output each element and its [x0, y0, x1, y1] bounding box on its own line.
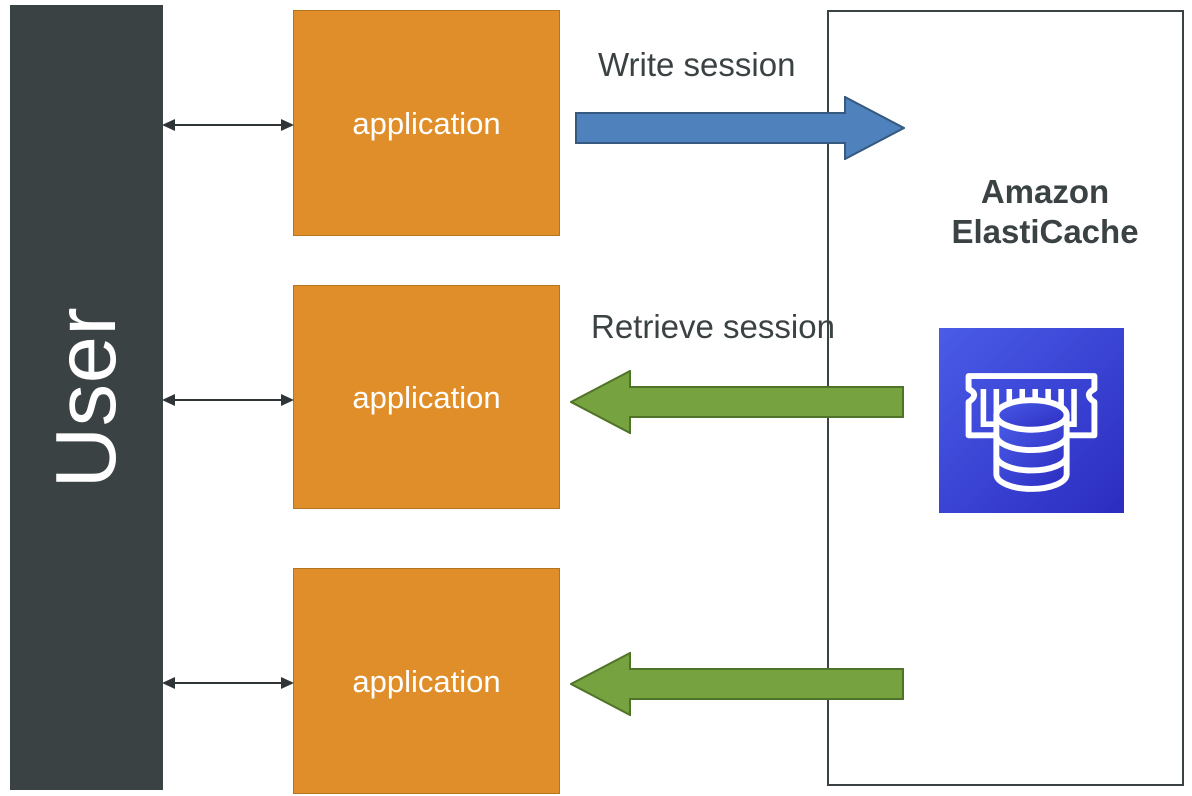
application-box-label: application: [352, 663, 501, 699]
flow-arrow-retrieve-session-2: [570, 652, 904, 716]
elasticache-title-line-1: Amazon: [980, 173, 1110, 210]
flow-arrow-retrieve-session: [570, 370, 904, 434]
amazon-elasticache-icon: [939, 328, 1124, 513]
application-box-label: application: [352, 379, 501, 415]
flow-label-write-session: Write session: [598, 46, 796, 83]
double-arrow-user-application-1: [162, 119, 294, 131]
elasticache-title-line-2: ElastiCache: [951, 213, 1139, 251]
application-box-3[interactable]: application: [293, 568, 560, 794]
user-actor-bar: User: [10, 5, 163, 790]
double-arrow-user-application-3: [162, 677, 294, 689]
flow-arrow-write-session: [575, 96, 905, 160]
application-box-1[interactable]: application: [293, 10, 560, 236]
user-actor-label: User: [39, 306, 134, 489]
double-arrow-user-application-2: [162, 394, 294, 406]
application-box-label: application: [352, 105, 501, 141]
application-box-2[interactable]: application: [293, 285, 560, 509]
flow-label-retrieve-session: Retrieve session: [591, 308, 835, 345]
elasticache-title: Amazon ElastiCache: [900, 172, 1190, 253]
